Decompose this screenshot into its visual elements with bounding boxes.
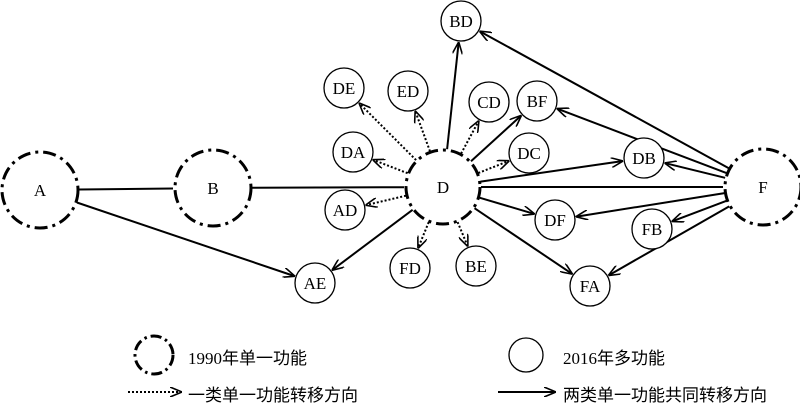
node-df-label: DF [544,211,566,230]
node-db: DB [623,137,665,179]
node-a-circle [0,150,80,230]
node-d-circle [404,148,482,226]
node-a-label: A [34,181,47,200]
node-ae-circle [294,262,336,304]
node-dc-label: DC [517,144,541,163]
node-fa-circle [569,265,611,307]
edge-d-to-df [479,196,534,214]
legend-dashed-circle-icon [133,334,175,376]
legend-label-one-type: 一类单一功能转移方向 [188,386,358,405]
edge-d-to-fa [473,207,572,274]
node-ae-label: AE [304,274,327,293]
node-db-label: DB [632,149,656,168]
node-bf-label: BF [527,92,548,111]
node-fb: FB [631,208,673,250]
node-fb-label: FB [642,220,663,239]
edge-f-to-fb [673,199,727,221]
node-be: BE [455,245,497,287]
node-fd-label: FD [399,259,421,278]
node-df-circle [534,199,576,241]
node-b: B [173,148,253,228]
edge-b-to-d [251,186,405,189]
edge-d-to-cd [460,121,478,155]
node-db-circle [623,137,665,179]
node-f-circle [723,147,800,227]
node-be-label: BE [465,257,487,276]
edge-f-to-db [665,163,726,179]
edge-d-to-be [456,221,468,246]
node-bd-circle [440,0,482,42]
node-ed: ED [387,70,429,112]
node-de: DE [323,67,365,109]
node-b-label: B [207,179,218,198]
node-bf-circle [516,80,558,122]
node-dc-circle [508,132,550,174]
legend-label-2016: 2016年多功能 [563,349,665,368]
node-bd-label: BD [449,12,473,31]
edge-d-to-de [360,104,417,161]
node-bf: BF [516,80,558,122]
legend-label-two-type: 两类单一功能共同转移方向 [563,386,767,405]
node-a: A [0,150,80,230]
legend-solid-circle-icon [508,337,544,373]
node-fa-label: FA [580,277,601,296]
edge-d-to-ed [416,112,431,152]
node-fb-circle [631,208,673,250]
node-da-label: DA [341,143,366,162]
node-cd-label: CD [477,93,501,112]
edge-a-to-b [78,187,174,191]
node-de-label: DE [333,79,356,98]
node-f-label: F [758,178,767,197]
node-d: D [404,148,482,226]
edge-d-to-dc [477,161,508,174]
node-ad-label: AD [333,201,358,220]
edge-d-to-bf [470,116,521,163]
node-ad: AD [324,189,366,231]
legend [128,334,555,392]
edge-a-to-ae [76,201,294,277]
node-cd-circle [468,81,510,123]
node-cd: CD [468,81,510,123]
edge-d-to-da [374,160,408,175]
node-da: DA [332,131,374,173]
edge-d-to-ad [366,194,407,205]
edge-d-to-bd [446,43,459,150]
node-ae: AE [294,262,336,304]
node-f: F [723,147,800,227]
node-bd: BD [440,0,482,42]
edge-f-to-fa [609,205,730,275]
node-fd: FD [389,247,431,289]
node-ed-label: ED [397,82,420,101]
node-ed-circle [387,70,429,112]
node-fd-circle [389,247,431,289]
edge-d-to-fd [418,221,430,247]
node-fa: FA [569,265,611,307]
edges-layer [76,32,730,277]
node-b-circle [173,148,253,228]
edge-d-to-db [480,161,623,183]
node-df: DF [534,199,576,241]
node-dc: DC [508,132,550,174]
node-ad-circle [324,189,366,231]
node-de-circle [323,67,365,109]
edge-f-to-df [577,192,725,217]
node-be-circle [455,245,497,287]
legend-label-1990: 1990年单一功能 [188,349,307,368]
edge-f-to-bd [480,32,730,170]
edge-d-to-ae [333,209,414,270]
node-da-circle [332,131,374,173]
node-d-label: D [437,178,449,197]
